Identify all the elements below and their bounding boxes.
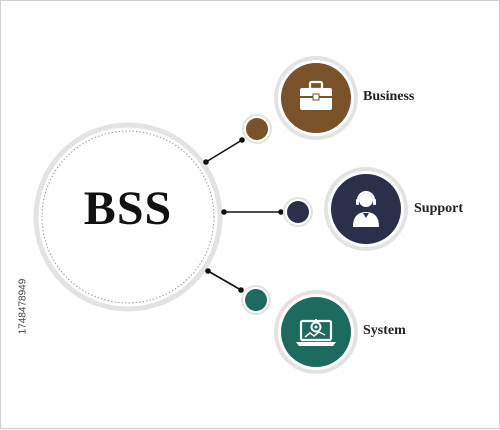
- branch-support-circle: [331, 174, 401, 244]
- connector-system-end: [238, 287, 244, 293]
- dot-business: [246, 118, 268, 140]
- branch-label-business: Business: [363, 89, 415, 104]
- connectors: [203, 137, 284, 293]
- branch-business: [274, 56, 358, 140]
- center-outer-ring: [33, 122, 223, 312]
- branch-system: [274, 290, 358, 374]
- laptop-settings-icon: [296, 319, 336, 346]
- center-node: [33, 122, 223, 312]
- center-title: BSS: [83, 182, 173, 235]
- connector-support-end: [278, 209, 284, 215]
- dot-system: [245, 289, 267, 311]
- connector-support-start: [221, 209, 227, 215]
- connector-system: [207, 270, 242, 291]
- support-person-icon: [353, 191, 379, 227]
- dot-support: [287, 201, 309, 223]
- center-inner-circle: [41, 130, 215, 304]
- connector-business: [205, 139, 243, 163]
- connector-business-start: [203, 159, 209, 165]
- briefcase-icon: [300, 80, 332, 110]
- stock-id-watermark: 1748478949: [17, 278, 29, 335]
- branch-label-support: Support: [414, 201, 464, 216]
- branch-label-system: System: [363, 323, 406, 338]
- branch-support: [324, 167, 408, 251]
- small-dots: [241, 114, 313, 315]
- connector-system-start: [205, 268, 211, 274]
- connector-business-end: [239, 137, 245, 143]
